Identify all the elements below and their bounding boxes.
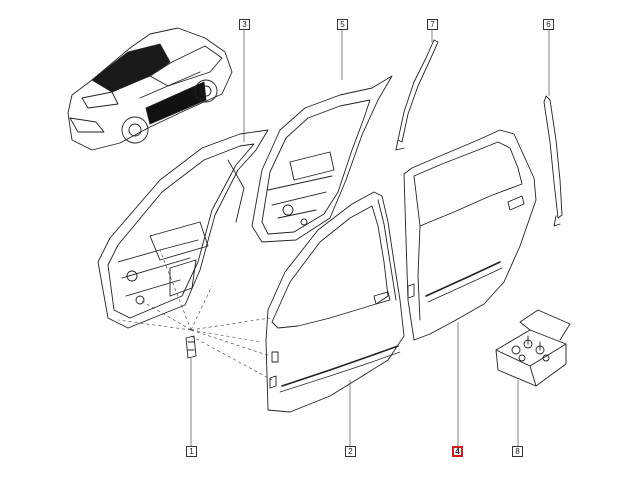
callout-1: 1 <box>186 446 197 457</box>
callout-4-highlighted: 4 <box>452 446 463 457</box>
car-illustration <box>67 27 233 151</box>
callout-6: 6 <box>543 19 554 30</box>
rear-door-frame-trim <box>395 39 439 151</box>
rear-door-shell <box>403 129 537 341</box>
fastener-kit-box <box>495 309 571 387</box>
leader-lines <box>190 30 550 446</box>
front-door-shell <box>265 191 405 413</box>
rear-door-inner-panel <box>251 75 393 243</box>
callout-5: 5 <box>337 19 348 30</box>
front-door-inner-panel <box>97 129 269 329</box>
callout-8: 8 <box>512 446 523 457</box>
rear-quarter-trim-strip <box>543 95 563 227</box>
callout-7: 7 <box>427 19 438 30</box>
hinge-dashed-leaders <box>117 249 273 381</box>
callout-2: 2 <box>345 446 356 457</box>
door-hinge <box>185 335 197 359</box>
callout-3: 3 <box>239 19 250 30</box>
